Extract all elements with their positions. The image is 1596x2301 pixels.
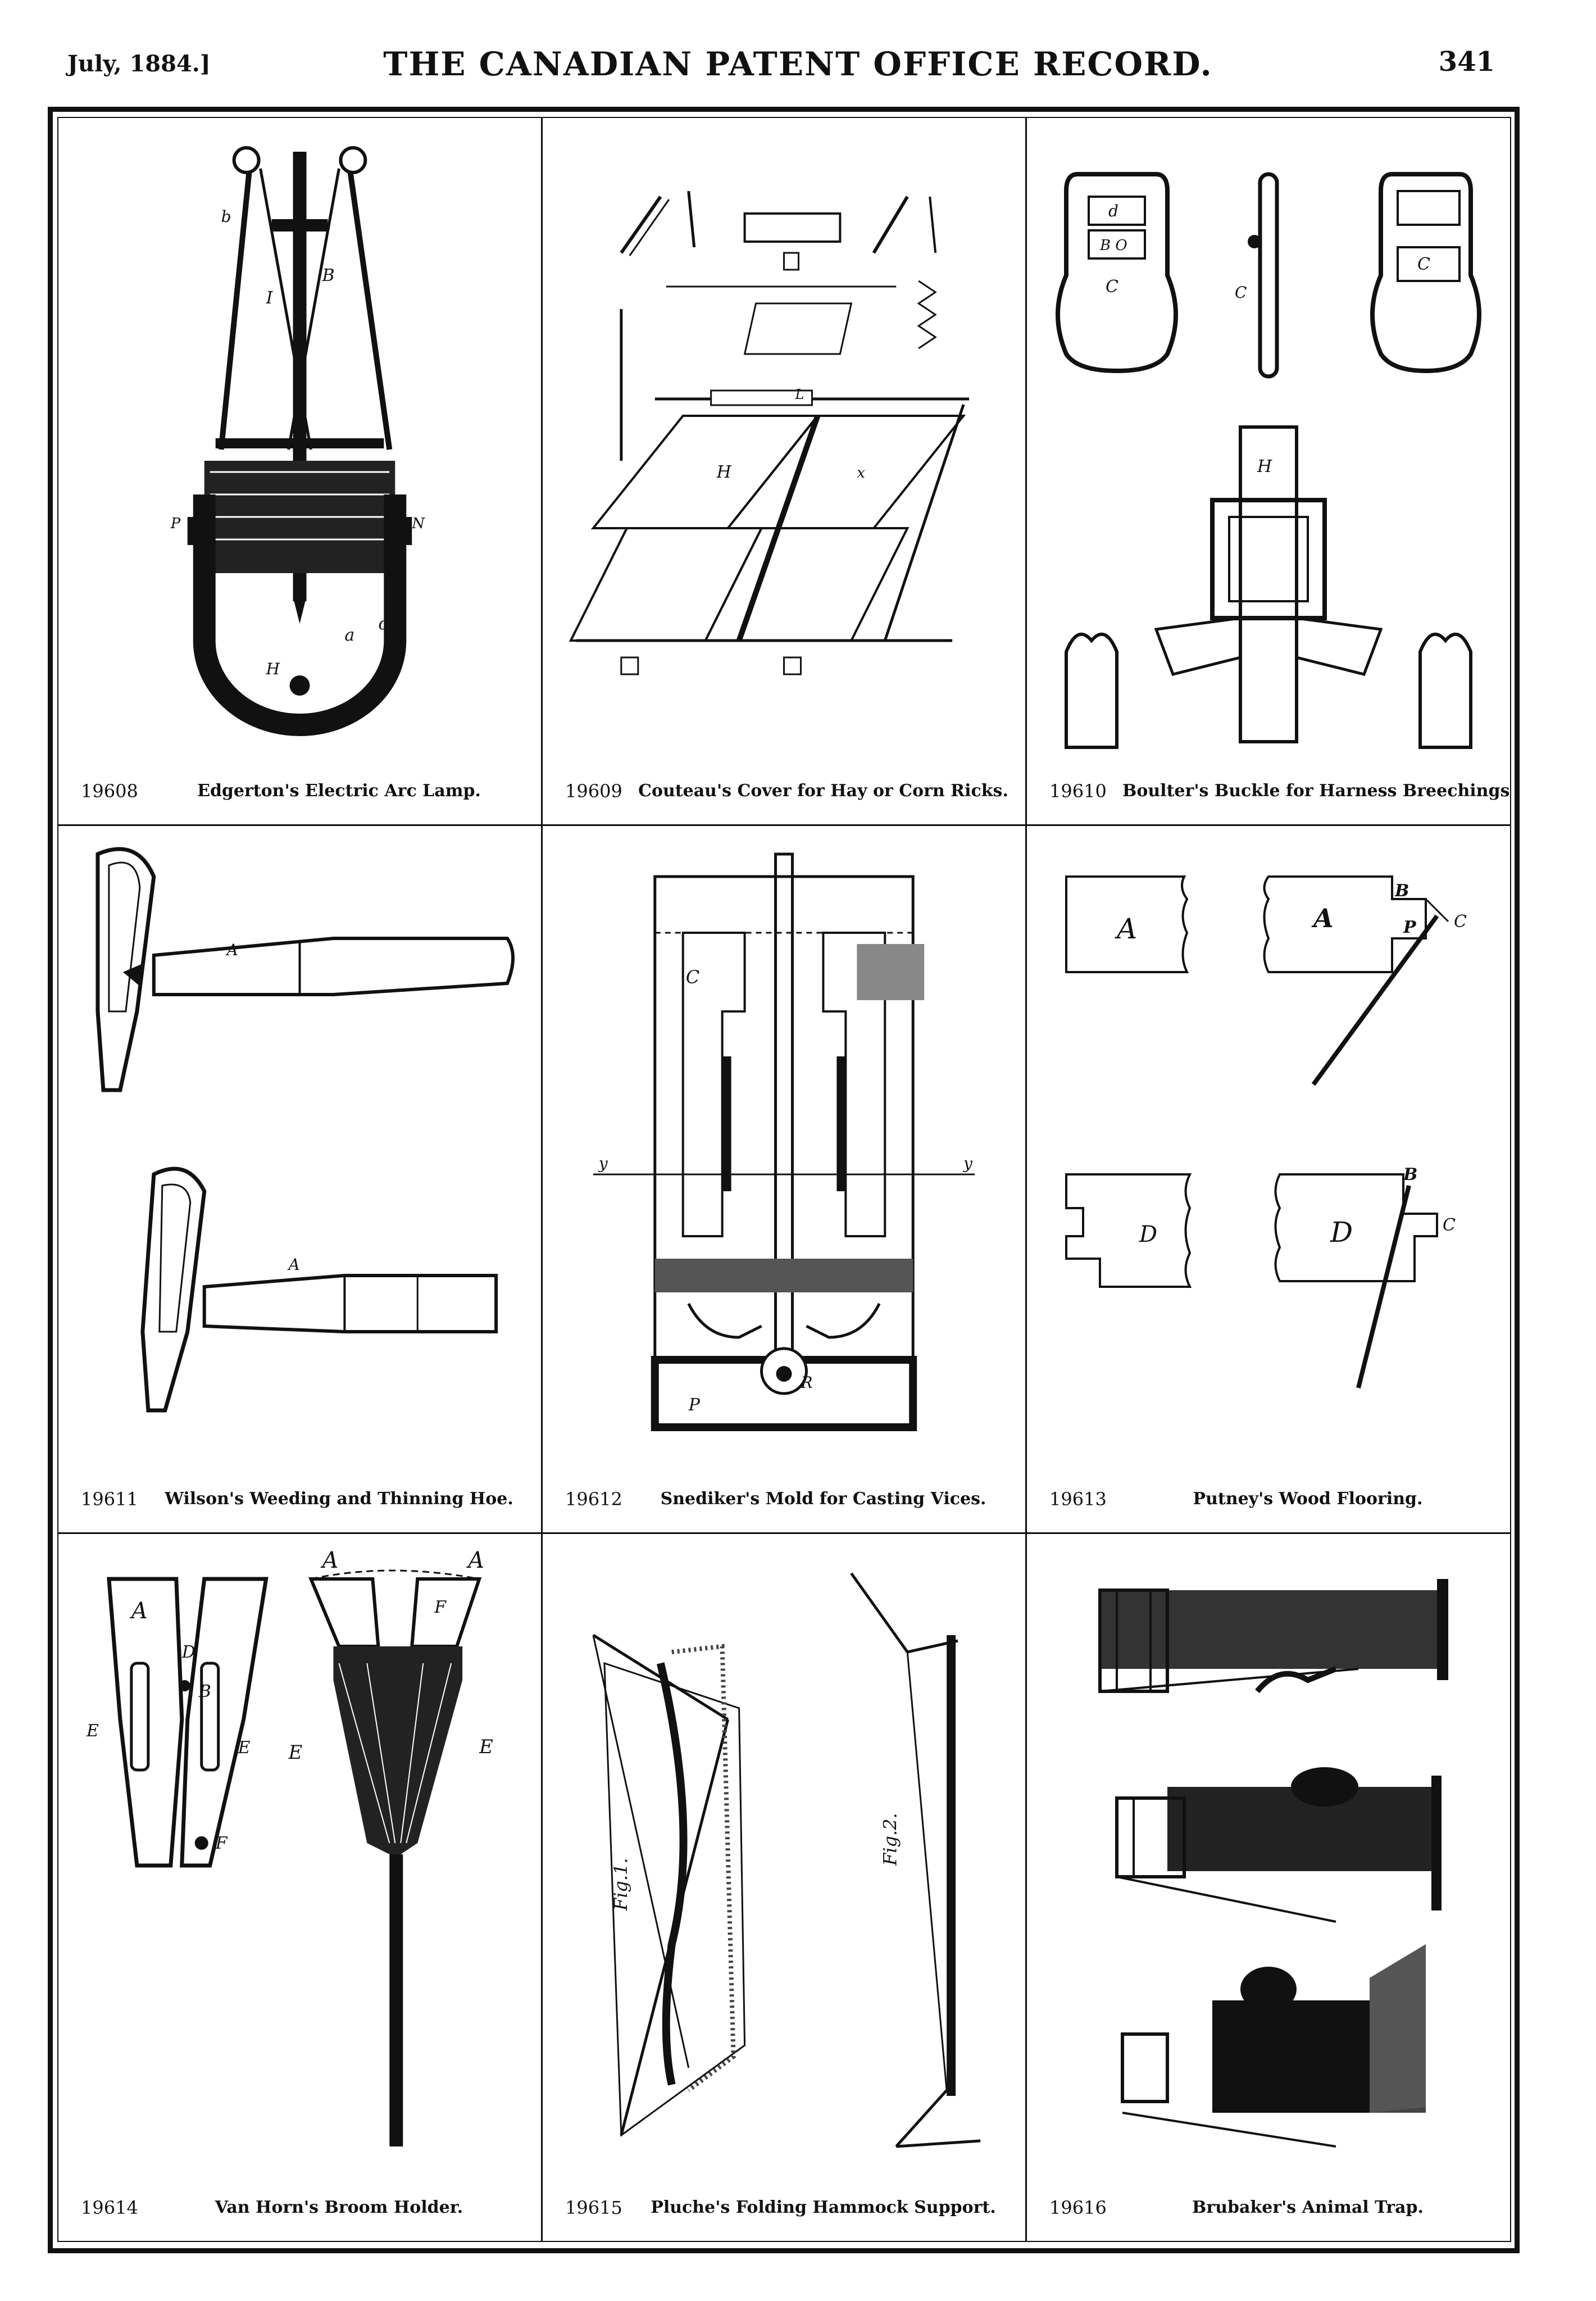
flooring-label-d2: D xyxy=(1330,1216,1353,1249)
svg-text:E: E xyxy=(86,1721,99,1741)
svg-text:H: H xyxy=(266,660,280,678)
svg-text:C: C xyxy=(686,966,699,988)
patent-number: 19610 xyxy=(1049,780,1107,802)
patent-caption: 19608 Edgerton's Electric Arc Lamp. xyxy=(81,768,524,802)
svg-text:A: A xyxy=(129,1598,148,1624)
patent-caption: 19612 Snediker's Mold for Casting Vices. xyxy=(565,1476,1008,1510)
patent-number: 19615 xyxy=(565,2197,622,2218)
patent-title: Putney's Wood Flooring. xyxy=(1193,1489,1423,1509)
svg-text:y: y xyxy=(962,1154,973,1173)
svg-text:C: C xyxy=(1235,283,1247,302)
svg-text:H: H xyxy=(1257,457,1272,476)
page-frame-outer xyxy=(48,107,1520,2253)
svg-text:D: D xyxy=(181,1642,195,1662)
page-header: July, 1884.] THE CANADIAN PATENT OFFICE … xyxy=(0,0,1596,101)
animal-trap-drawing xyxy=(1098,1579,1448,2148)
patent-number: 19612 xyxy=(565,1488,622,1510)
patent-title: Van Horn's Broom Holder. xyxy=(215,2198,463,2217)
svg-text:b: b xyxy=(221,207,231,226)
svg-text:x: x xyxy=(857,465,865,482)
flooring-label-a2: A xyxy=(1311,903,1334,933)
svg-text:E: E xyxy=(238,1738,251,1758)
page-frame-inner xyxy=(57,117,1511,2242)
svg-text:C: C xyxy=(1417,255,1430,274)
patent-caption: 19614 Van Horn's Broom Holder. xyxy=(81,2185,524,2218)
svg-text:C: C xyxy=(1106,277,1118,297)
svg-text:B O: B O xyxy=(1099,237,1127,254)
patent-caption: 19615 Pluche's Folding Hammock Support. xyxy=(565,2185,1008,2218)
wood-flooring-drawing: A A B C P D D B C xyxy=(1065,875,1467,1388)
svg-text:A: A xyxy=(466,1551,484,1573)
patent-cell-19609: H x L 19609 Couteau's Cover for Hay or C… xyxy=(543,118,1027,826)
svg-text:R: R xyxy=(800,1373,812,1392)
svg-text:A: A xyxy=(287,1255,300,1274)
svg-text:a: a xyxy=(344,625,354,645)
patent-cell-19612: C P R y y 19612 Snediker's Mold for Cast… xyxy=(543,826,1027,1534)
svg-text:F: F xyxy=(434,1597,447,1617)
patent-caption: 19609 Couteau's Cover for Hay or Corn Ri… xyxy=(565,768,1008,802)
casting-mold-drawing: C P R y y xyxy=(593,852,975,1431)
svg-text:I: I xyxy=(266,288,274,308)
issue-date: July, 1884.] xyxy=(67,51,211,77)
svg-text:E: E xyxy=(288,1741,303,1764)
svg-text:y: y xyxy=(598,1154,608,1173)
flooring-label-b1: B xyxy=(1394,881,1409,901)
svg-text:E: E xyxy=(479,1736,493,1758)
patent-grid: b B I P N a c H 19608 Edgerton's Electri… xyxy=(58,118,1510,2241)
patent-caption: 19616 Brubaker's Animal Trap. xyxy=(1049,2185,1493,2218)
hammock-fig2-label: Fig.2. xyxy=(879,1813,901,1866)
patent-number: 19613 xyxy=(1049,1488,1107,1510)
svg-text:N: N xyxy=(411,515,425,532)
weeding-hoe-drawing: A A xyxy=(96,847,515,1413)
broom-holder-drawing: A D B E E F A A F E E xyxy=(86,1551,493,2146)
hammock-support-drawing: Fig.1. Fig.2. xyxy=(592,1572,981,2148)
flooring-label-d1: D xyxy=(1139,1222,1157,1247)
patent-title: Couteau's Cover for Hay or Corn Ricks. xyxy=(638,781,1008,801)
flooring-label-c1: C xyxy=(1454,912,1467,932)
patent-number: 19609 xyxy=(565,780,622,802)
svg-text:A: A xyxy=(225,941,238,959)
patent-title: Brubaker's Animal Trap. xyxy=(1192,2198,1424,2217)
publication-title: THE CANADIAN PATENT OFFICE RECORD. xyxy=(383,45,1213,83)
flooring-label-b2: B xyxy=(1403,1165,1417,1184)
svg-text:c: c xyxy=(378,614,388,634)
page-number: 341 xyxy=(1438,46,1495,78)
patent-cell-19614: A D B E E F A A F E E 19614 Van Horn's B… xyxy=(58,1534,543,2241)
arc-lamp-drawing: b B I P N a c H xyxy=(170,146,425,736)
rick-cover-drawing: H x L xyxy=(569,190,970,675)
patent-caption: 19611 Wilson's Weeding and Thinning Hoe. xyxy=(81,1476,524,1510)
patent-caption: 19610 Boulter's Buckle for Harness Breec… xyxy=(1049,768,1510,802)
patent-title: Wilson's Weeding and Thinning Hoe. xyxy=(165,1489,513,1509)
patent-number: 19611 xyxy=(81,1488,138,1510)
patent-cell-19615: Fig.1. Fig.2. 19615 Pluche's Folding Ham… xyxy=(543,1534,1027,2241)
svg-text:A: A xyxy=(320,1551,338,1573)
patent-title: Boulter's Buckle for Harness Breechings. xyxy=(1122,781,1510,801)
patent-title: Edgerton's Electric Arc Lamp. xyxy=(197,781,481,801)
svg-text:P: P xyxy=(170,515,181,532)
hammock-fig1-label: Fig.1. xyxy=(610,1858,631,1911)
patent-number: 19614 xyxy=(81,2197,138,2218)
svg-text:B: B xyxy=(198,1682,211,1701)
patent-title: Pluche's Folding Hammock Support. xyxy=(651,2198,996,2217)
svg-text:L: L xyxy=(794,387,804,402)
svg-text:B: B xyxy=(321,266,334,285)
flooring-label-p: P xyxy=(1403,918,1417,937)
patent-cell-19610: d B O C C C H 19610 Boulter's Buckle for… xyxy=(1027,118,1510,826)
svg-text:H: H xyxy=(716,462,732,482)
patent-number: 19608 xyxy=(81,780,138,802)
patent-number: 19616 xyxy=(1049,2197,1107,2218)
patent-cell-19613: A A B C P D D B C 19613 Putney's Wood Fl… xyxy=(1027,826,1510,1534)
patent-caption: 19613 Putney's Wood Flooring. xyxy=(1049,1476,1493,1510)
flooring-label-a1: A xyxy=(1115,913,1137,945)
flooring-label-c2: C xyxy=(1443,1215,1456,1235)
patent-cell-19611: A A 19611 Wilson's Weeding and Thinning … xyxy=(58,826,543,1534)
patent-cell-19608: b B I P N a c H 19608 Edgerton's Electri… xyxy=(58,118,543,826)
patent-title: Snediker's Mold for Casting Vices. xyxy=(660,1489,986,1509)
patent-cell-19616: 19616 Brubaker's Animal Trap. xyxy=(1027,1534,1510,2241)
svg-text:d: d xyxy=(1108,202,1118,220)
svg-text:P: P xyxy=(688,1395,701,1415)
svg-text:F: F xyxy=(215,1833,228,1853)
harness-buckle-drawing: d B O C C C H xyxy=(1056,172,1481,749)
